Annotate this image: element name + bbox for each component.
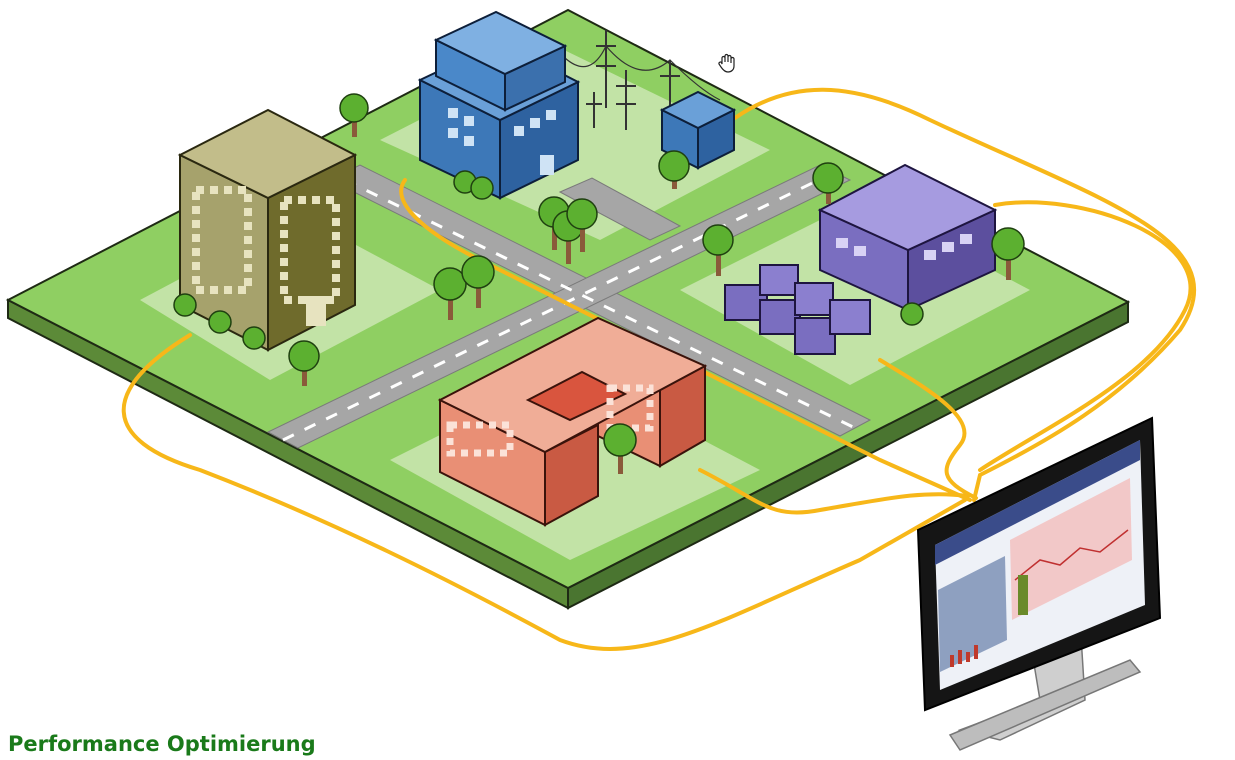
trees	[173, 93, 1025, 474]
power-pylons	[564, 30, 721, 130]
shrub	[900, 302, 924, 326]
cooling-units	[724, 264, 871, 355]
cable-office	[399, 178, 972, 502]
monitor	[916, 416, 1162, 751]
screen-bars	[950, 645, 978, 667]
datacenter-purple	[817, 163, 998, 312]
screen-header	[935, 440, 1140, 565]
road-dashes-cross	[282, 170, 836, 442]
shrub	[470, 176, 494, 200]
hand-cursor-icon	[718, 53, 735, 73]
tree	[991, 227, 1025, 280]
power-lines	[564, 44, 721, 101]
tree	[702, 224, 734, 276]
cable-tower	[121, 333, 967, 651]
screen-gauge	[1018, 575, 1028, 615]
cable-datacenter	[978, 200, 1193, 472]
tree	[812, 162, 844, 204]
office-tower-olive	[177, 108, 358, 352]
tree	[339, 93, 369, 137]
tree	[288, 340, 320, 386]
screen-panel	[938, 556, 1007, 672]
monitor-base	[948, 659, 1142, 751]
shrub	[208, 310, 232, 334]
tree	[433, 267, 467, 320]
cable-school	[698, 468, 970, 515]
tree	[603, 423, 637, 474]
caption-title: Performance Optimierung	[8, 732, 316, 756]
network-cables	[121, 87, 1196, 651]
shrub	[173, 293, 197, 317]
office-building-blue	[417, 10, 581, 200]
screen-chart	[1010, 478, 1132, 620]
tree	[658, 150, 690, 189]
cable-substation	[733, 87, 1196, 502]
tree	[566, 198, 598, 252]
road-branch	[558, 177, 682, 241]
shrub	[242, 326, 266, 350]
screen-chart-line	[1014, 529, 1129, 581]
tree	[461, 255, 495, 308]
cable-cooling	[878, 358, 978, 500]
